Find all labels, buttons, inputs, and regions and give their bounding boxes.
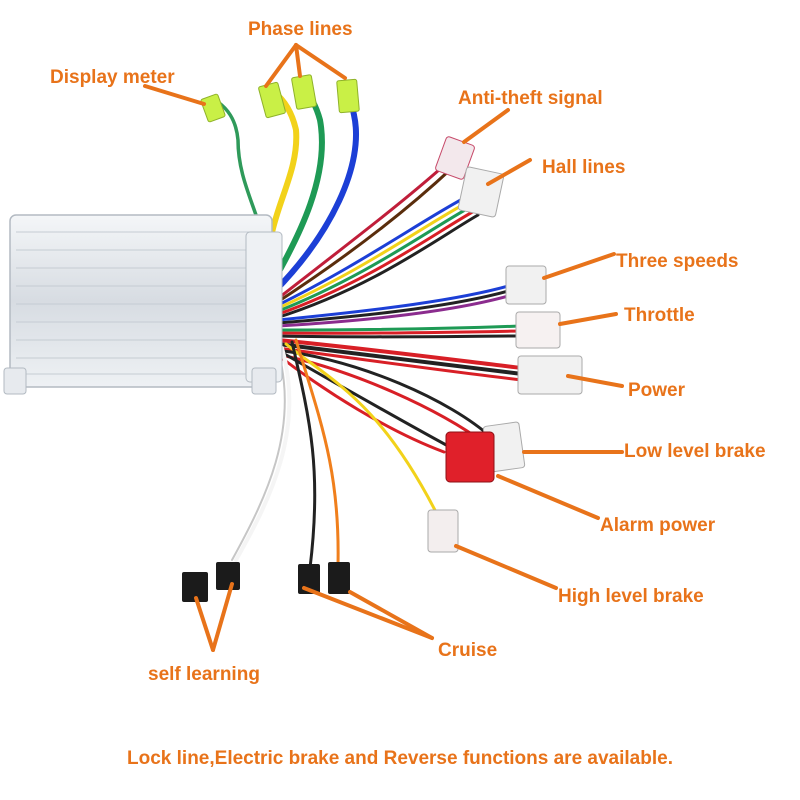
footer-note: Lock line,Electric brake and Reverse fun… [127,748,673,769]
alarm-power-connector [445,431,495,483]
speed-wire-c [276,293,514,328]
anti-theft-connector [435,136,475,180]
arrow-cruise-a [302,586,434,640]
high-brake-connector [427,509,459,553]
label-three-speeds: Three speeds [616,251,739,272]
label-power: Power [628,380,686,401]
hall-wire-b [274,198,474,311]
label-self-learning: self learning [148,664,260,685]
phase-connector-1 [258,81,286,119]
anti-theft-wire-a [274,160,450,302]
power-wire-c [276,346,524,382]
arrow-learn-a [194,596,215,652]
power-wire-b [276,342,524,376]
arrow-cruise-b [348,590,434,640]
throttle-wire-a [276,324,522,332]
label-anti-theft-signal: Anti-theft signal [458,88,603,109]
cruise-connector-b [328,562,350,594]
arrow-phase-1 [264,43,298,88]
arrow-alarm-power [496,474,600,520]
arrow-anti-theft [462,108,510,144]
display-meter-connector [200,93,226,123]
learn-wire-grey [231,349,286,561]
alarm-wire-b [272,350,446,454]
label-high-level-brake: High level brake [558,586,704,607]
power-connector [517,355,583,395]
label-low-level-brake: Low level brake [624,441,766,462]
arrow-learn-b [211,582,234,652]
callout-arrows [143,43,624,652]
arrow-display-meter [143,84,206,106]
speed-wire-b [276,288,514,325]
hall-wire-d [274,208,478,317]
hall-wire-a [274,193,472,308]
throttle-wire-b [276,329,522,335]
hall-wire-c [274,203,476,314]
throttle-wire-c [276,334,522,339]
arrow-power [566,374,624,388]
cruise-wire-black [290,340,317,570]
high-brake-wire [284,342,442,522]
throttle-connector [515,311,561,349]
power-wire-a [276,338,524,370]
connectors [182,74,583,602]
arrow-three-speeds [542,252,616,280]
label-phase-lines: Phase lines [248,19,353,40]
hall-wire-e [274,213,480,320]
three-speed-connector [505,265,547,305]
phase-connector-3 [336,78,360,114]
cruise-wire-orange [294,338,340,567]
controller-body [3,214,283,395]
low-brake-wire-a [274,348,494,440]
label-throttle: Throttle [624,305,695,326]
anti-theft-wire-b [274,166,454,305]
learn-wire-white [234,346,292,562]
learn-connector-b [216,562,240,590]
label-cruise: Cruise [438,640,498,661]
phase-connector-2 [291,74,317,110]
arrow-hall [486,158,532,186]
label-alarm-power: Alarm power [600,515,716,536]
speed-wire-a [276,283,514,322]
arrow-phase-2 [294,43,302,78]
arrow-high-brake [454,544,558,590]
arrow-throttle [558,312,618,326]
label-hall-lines: Hall lines [542,157,626,178]
wire-bundle [216,85,524,570]
label-display-meter: Display meter [50,67,175,88]
learn-connector-a [182,572,208,602]
arrow-phase-3 [294,43,347,80]
